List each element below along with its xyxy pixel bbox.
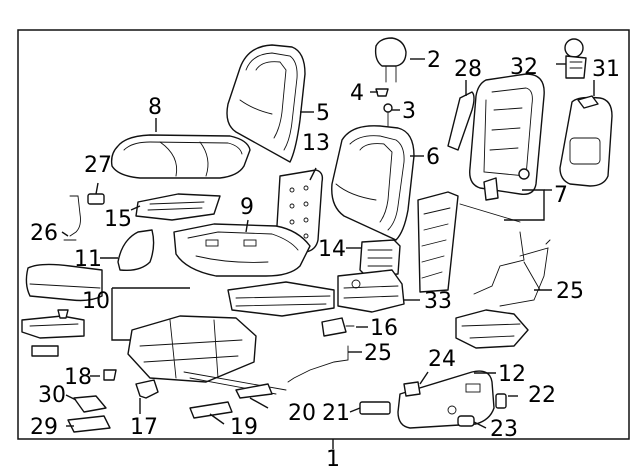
callout-24: 24 [428, 347, 456, 372]
callout-11: 11 [74, 247, 102, 272]
callout-22: 22 [528, 383, 556, 408]
part-16-switch [321, 317, 355, 337]
part-23-button [457, 415, 475, 427]
callout-23: 23 [490, 417, 518, 442]
part-seat-back-frame [469, 73, 545, 195]
part-12-outer-shield [397, 370, 495, 429]
callout-25b: 25 [556, 279, 584, 304]
part-24-knob [403, 381, 421, 397]
part-19-trim [189, 401, 233, 419]
callout-7: 7 [554, 183, 568, 208]
callout-2: 2 [427, 48, 441, 73]
callout-12: 12 [498, 362, 526, 387]
part-4-headrest-guide [375, 88, 389, 97]
callout-30: 30 [38, 383, 66, 408]
part-28-side-pad [447, 91, 475, 151]
part-32-motor [564, 38, 587, 79]
part-22-button [495, 393, 507, 409]
callout-27: 27 [84, 153, 112, 178]
part-3-bolt [383, 103, 393, 127]
callout-33: 33 [424, 289, 452, 314]
part-seat-adjuster [227, 281, 335, 317]
part-21-switch [359, 401, 391, 415]
callout-15: 15 [104, 207, 132, 232]
callout-18: 18 [64, 365, 92, 390]
callout-5: 5 [316, 101, 330, 126]
callout-14: 14 [318, 237, 346, 262]
callout-31: 31 [592, 57, 620, 82]
part-27-clip [87, 193, 105, 205]
part-back-suspension-mat [417, 191, 459, 293]
part-30-bracket [73, 395, 107, 413]
part-17-bracket [135, 379, 159, 399]
callout-6: 6 [426, 145, 440, 170]
part-26-harness [63, 195, 81, 241]
callout-26: 26 [30, 221, 58, 246]
part-31-back-panel [559, 95, 613, 187]
part-outer-side-shield [21, 263, 103, 357]
callout-1-assembly: 1 [326, 447, 340, 471]
part-33-track-motor [337, 269, 405, 313]
callout-labels: 2 3 4 5 6 7 8 9 10 11 12 13 14 15 16 17 … [30, 48, 620, 471]
part-29-pad [67, 415, 111, 433]
callout-20: 20 [288, 401, 316, 426]
part-25-harness-lower [287, 345, 349, 383]
callout-13: 13 [302, 131, 330, 156]
part-9-cushion-pan [173, 223, 311, 277]
callout-17: 17 [130, 415, 158, 440]
callout-29: 29 [30, 415, 58, 440]
part-7-adjuster [459, 177, 521, 223]
part-15-heater-element [135, 193, 221, 221]
callout-16: 16 [370, 316, 398, 341]
callout-3: 3 [402, 99, 416, 124]
part-18-clip [103, 369, 117, 381]
callout-10: 10 [82, 289, 110, 314]
callout-4: 4 [350, 81, 364, 106]
diagram-frame [17, 29, 630, 440]
callout-9: 9 [240, 195, 254, 220]
part-6-seat-back-cushion [331, 125, 415, 241]
callout-28: 28 [454, 57, 482, 82]
part-14-module [359, 239, 401, 277]
leader-lines [61, 58, 595, 429]
part-2-headrest [374, 37, 407, 83]
part-25-harness-upper [473, 231, 551, 307]
part-seat-track-harness [455, 309, 529, 349]
callout-25a: 25 [364, 341, 392, 366]
part-8-seat-cushion [110, 134, 251, 179]
callout-21: 21 [322, 401, 350, 426]
callout-8: 8 [148, 95, 162, 120]
part-11-trim-panel [117, 229, 155, 272]
callout-32: 32 [510, 55, 538, 80]
part-5-seat-back-cover [226, 44, 306, 163]
callout-19: 19 [230, 415, 258, 440]
part-20-trim [235, 383, 273, 399]
